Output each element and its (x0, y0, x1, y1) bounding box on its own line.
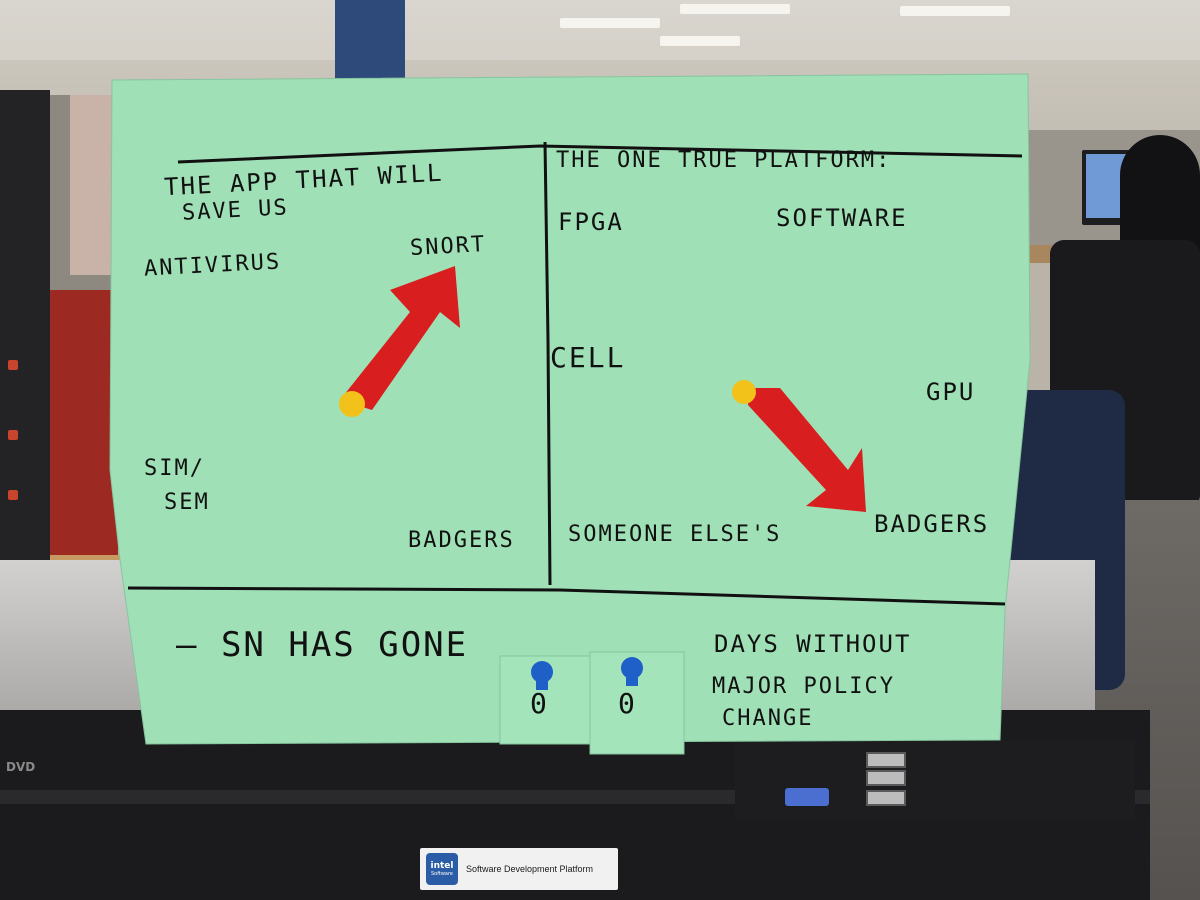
bottom-right-line3: CHANGE (722, 706, 814, 731)
left-heading-line2: SAVE US (181, 195, 290, 226)
intel-logo-text: intel (430, 861, 454, 871)
middle-divider (543, 141, 552, 586)
blue-pushpin-stem (536, 676, 548, 690)
rack-led (8, 360, 18, 370)
label-badgers-right: BADGERS (874, 510, 990, 538)
red-cabinet (38, 290, 118, 560)
bottom-right-line2: MAJOR POLICY (712, 674, 895, 699)
top-rule (177, 144, 1023, 164)
server-rack (0, 90, 50, 650)
ceiling-light (680, 4, 790, 14)
intel-logo-subtext: Software (430, 871, 454, 877)
blue-pushpin-stem (626, 672, 638, 686)
yellow-pushpin (732, 380, 756, 404)
ceiling-light (560, 18, 660, 28)
blue-wall-panel (335, 0, 405, 80)
ceiling-light (900, 6, 1010, 16)
label-gpu: GPU (926, 378, 976, 406)
label-snort: SNORT (409, 232, 487, 261)
label-sim: SIM/ (144, 456, 205, 481)
rack-led (8, 490, 18, 500)
left-arrow (340, 266, 460, 410)
right-arrow (748, 388, 866, 512)
ceiling-light (660, 36, 740, 46)
intel-badge: intel Software Software Development Plat… (420, 848, 618, 890)
bottom-left-text: — SN HAS GONE (176, 625, 469, 665)
yellow-pushpin (339, 391, 365, 417)
counter-digit-2: 0 (618, 687, 637, 720)
counter-digit-1: 0 (530, 687, 549, 720)
label-someone-elses: SOMEONE ELSE'S (568, 522, 782, 547)
label-fpga: FPGA (558, 208, 624, 236)
sign-paper (109, 73, 1031, 745)
vga-port (785, 788, 829, 806)
dvd-label: DVD (6, 760, 36, 774)
usb-port (866, 770, 906, 786)
usb-port (866, 790, 906, 806)
port-panel (735, 740, 1135, 820)
bottom-rule (127, 586, 1006, 606)
label-sem: SEM (164, 490, 210, 515)
bottom-right-line1: DAYS WITHOUT (714, 630, 912, 658)
label-badgers-left: BADGERS (408, 528, 515, 553)
badge-text: Software Development Platform (466, 864, 594, 874)
usb-port (866, 752, 906, 768)
label-cell: CELL (550, 341, 626, 374)
intel-logo: intel Software (426, 853, 458, 885)
right-heading: THE ONE TRUE PLATFORM: (556, 148, 892, 173)
label-software: SOFTWARE (776, 204, 908, 232)
rack-led (8, 430, 18, 440)
